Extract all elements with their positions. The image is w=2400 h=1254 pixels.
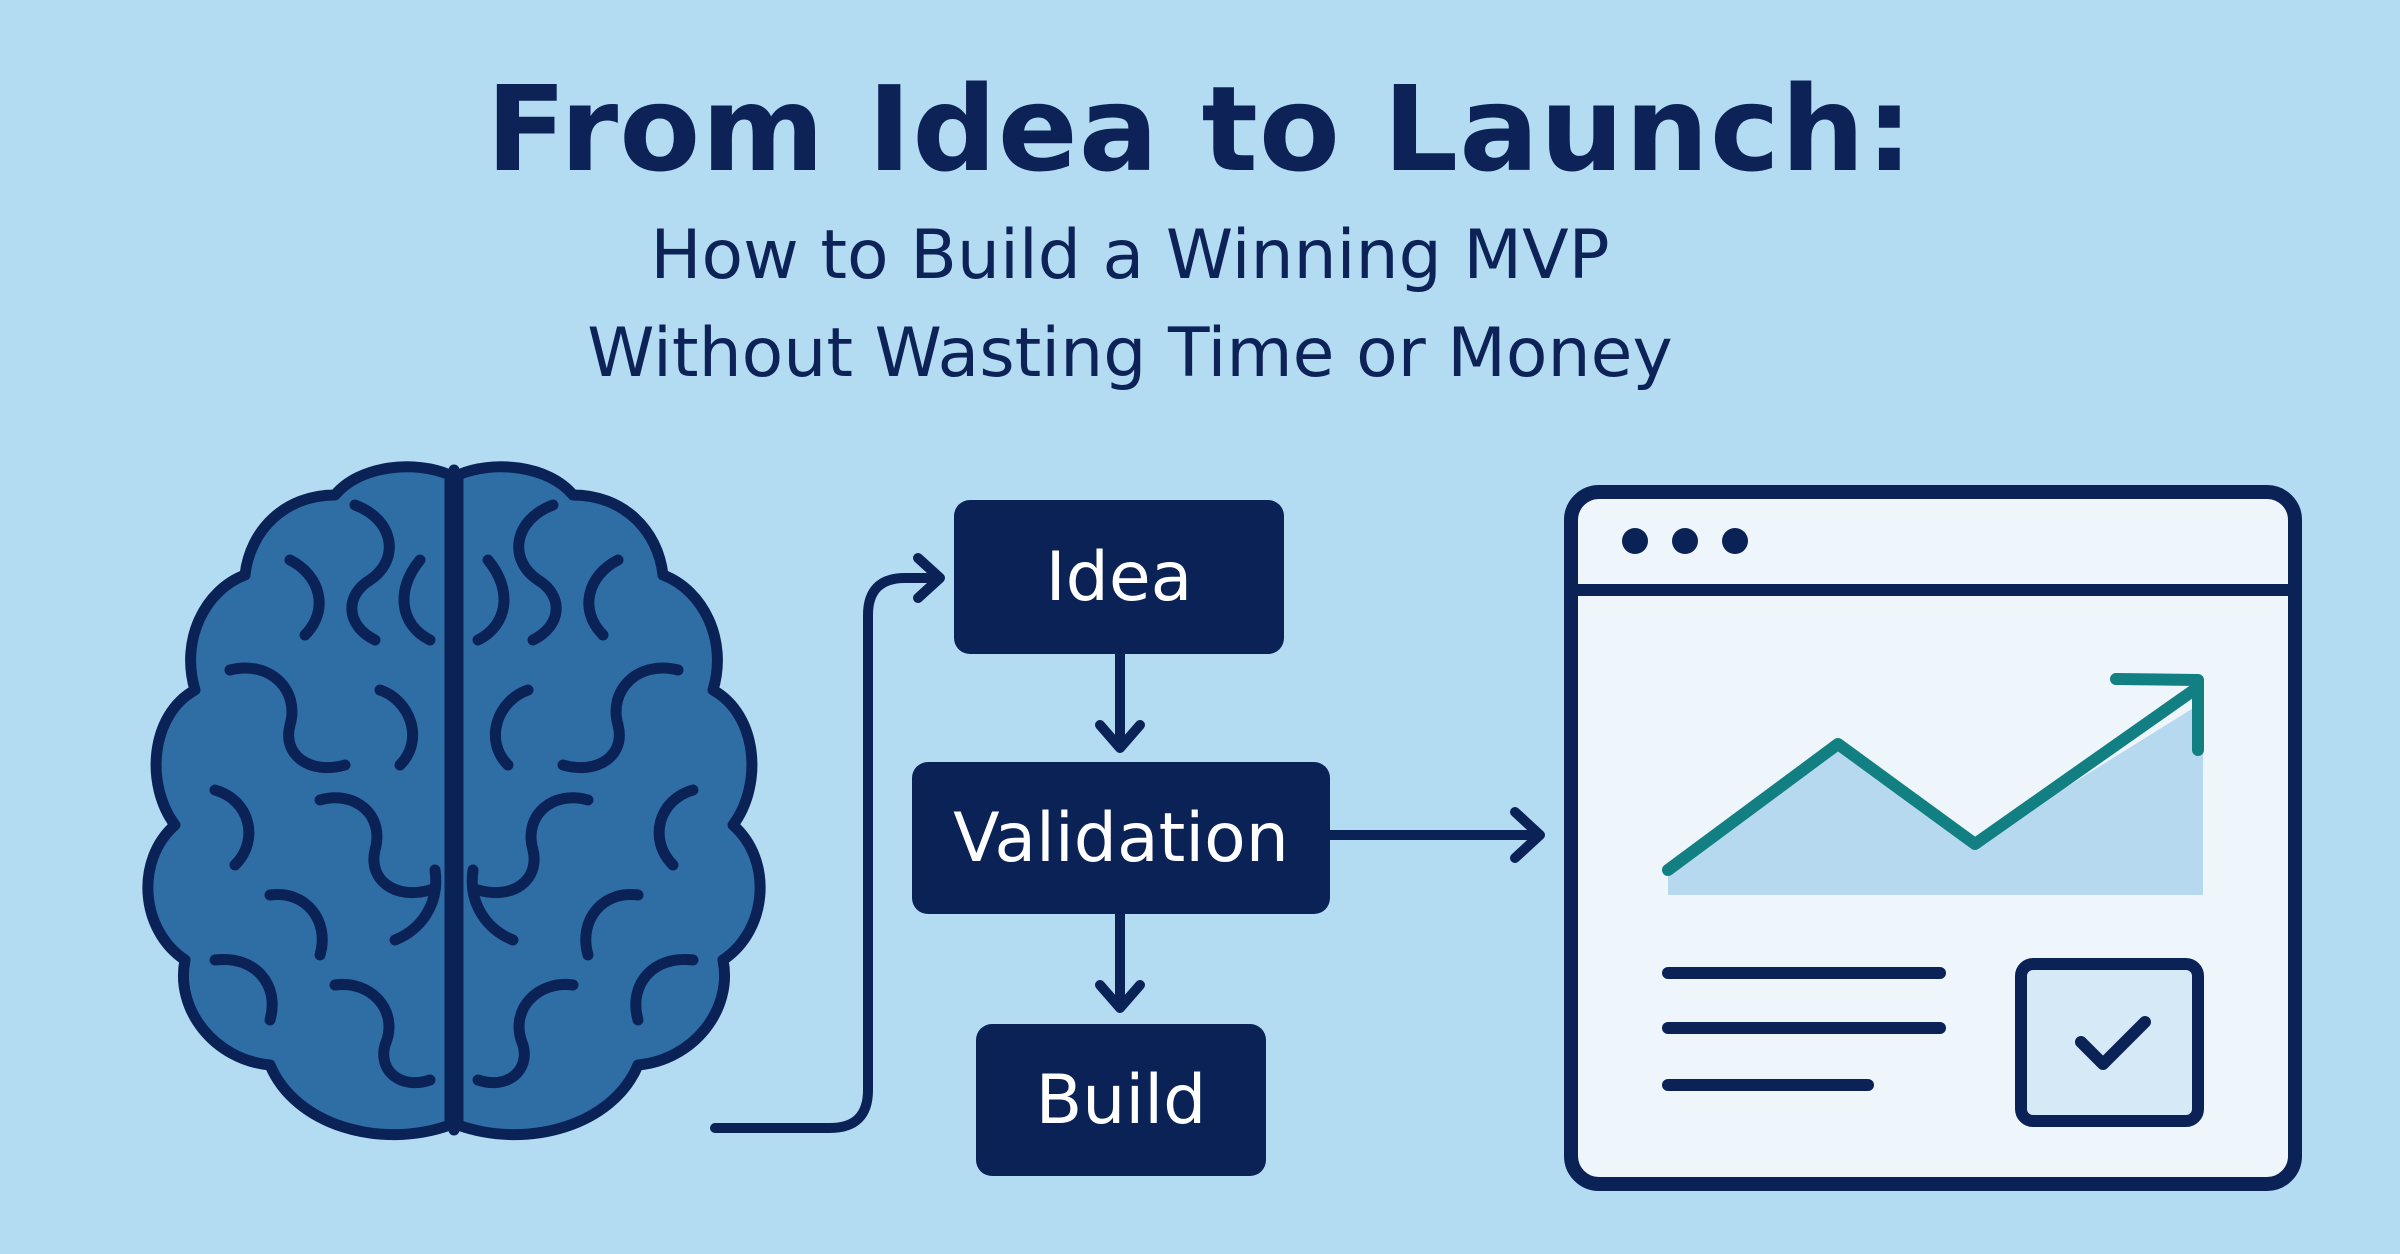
window-dot-icon	[1672, 528, 1698, 554]
brain-icon	[142, 461, 766, 1141]
idea-to-validation-arrow	[1095, 649, 1145, 753]
step-build: Build	[976, 1024, 1266, 1176]
window-dot-icon	[1622, 528, 1648, 554]
step-idea: Idea	[954, 500, 1284, 654]
brain-to-idea-connector	[710, 553, 945, 1133]
validation-to-window-arrow	[1325, 807, 1545, 863]
checkbox-check-icon	[2015, 958, 2204, 1127]
subtitle-line-2: Without Wasting Time or Money	[587, 314, 1673, 393]
page-title: From Idea to Launch:	[486, 60, 1914, 198]
step-validation: Validation	[912, 762, 1330, 914]
window-dot-icon	[1722, 528, 1748, 554]
validation-to-build-arrow	[1095, 909, 1145, 1013]
browser-window-icon	[1564, 485, 2302, 1191]
rising-line-chart-icon	[1662, 673, 2204, 895]
subtitle-line-1: How to Build a Winning MVP	[650, 216, 1610, 295]
